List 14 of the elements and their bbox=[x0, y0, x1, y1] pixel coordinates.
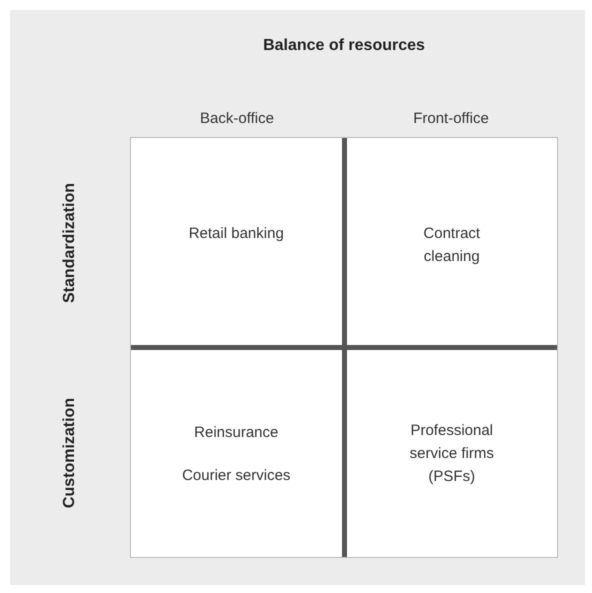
quadrant-text: Reinsurance bbox=[194, 422, 278, 442]
column-header: Front-office bbox=[412, 109, 490, 129]
quadrant-cell bbox=[346, 138, 557, 345]
column-header: Back-office bbox=[199, 109, 275, 129]
quadrant-cell bbox=[131, 350, 342, 557]
quadrant-text: Retail banking bbox=[188, 224, 284, 244]
row-header: Customization bbox=[60, 398, 79, 508]
title: Balance of resources bbox=[262, 36, 426, 56]
quadrant-text: Professional service firms (PSFs) bbox=[408, 421, 495, 487]
quadrant-text: Contract cleaning bbox=[422, 224, 482, 267]
quadrant-text: Courier services bbox=[182, 466, 290, 486]
row-header: Standardization bbox=[60, 182, 79, 302]
quadrant-cell bbox=[346, 350, 557, 557]
quadrant-cell bbox=[131, 138, 342, 345]
